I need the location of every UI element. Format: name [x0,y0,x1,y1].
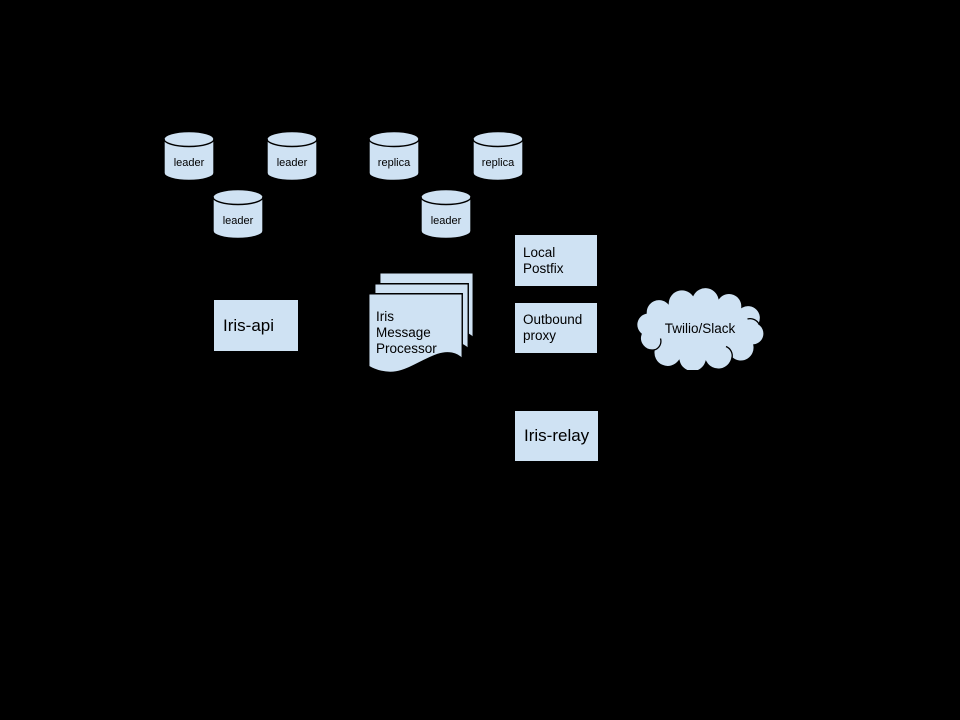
twilio-slack-cloud-node: Twilio/Slack [632,287,768,370]
twilio-slack-label: Twilio/Slack [664,321,736,336]
database-cylinder-icon [472,130,524,182]
iris-api-label: Iris-api [223,315,275,335]
iris-relay-label: Iris-relay [524,426,590,445]
iris-message-processor-label-line-3: Processor [376,341,437,356]
iris-relay-node: Iris-relay [514,410,599,462]
local-postfix-label-line-1: Local [523,244,556,260]
db-node-replica-2: replica [472,130,524,182]
db-node-leader-1: leader [163,130,215,182]
iris-message-processor-label-line-2: Message [376,325,431,340]
db-node-label: leader [430,215,462,227]
local-postfix-label-line-2: Postfix [523,260,564,276]
database-cylinder-icon [420,188,472,240]
local-postfix-node: Local Postfix [514,234,598,287]
database-cylinder-icon [163,130,215,182]
db-node-leader-3: leader [212,188,264,240]
cloud-icon [635,287,765,370]
db-node-label: replica [377,157,411,169]
db-node-replica-1: replica [368,130,420,182]
db-node-leader-4: leader [420,188,472,240]
db-node-label: leader [276,157,308,169]
iris-message-processor-label-line-1: Iris [376,309,394,324]
database-cylinder-icon [212,188,264,240]
iris-message-processor-node: Iris Message Processor [368,272,474,374]
iris-api-node: Iris-api [213,299,299,352]
db-node-label: leader [222,215,254,227]
db-node-label: replica [481,157,515,169]
outbound-proxy-label-line-1: Outbound [523,312,583,327]
database-cylinder-icon [368,130,420,182]
iris-message-processor-label: Iris Message Processor [376,309,437,357]
outbound-proxy-label-line-2: proxy [523,328,557,343]
outbound-proxy-node: Outbound proxy [514,302,598,354]
db-node-leader-2: leader [266,130,318,182]
db-node-label: leader [173,157,205,169]
database-cylinder-icon [266,130,318,182]
